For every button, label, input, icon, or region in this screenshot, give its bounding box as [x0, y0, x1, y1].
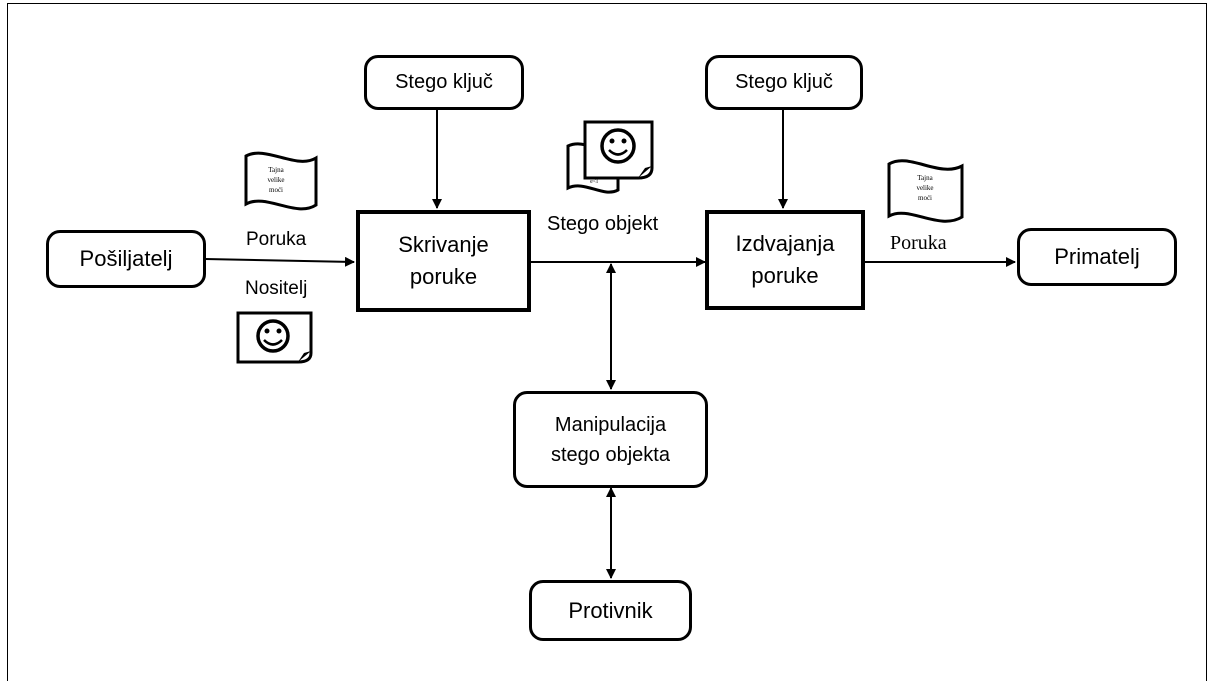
sender-node: Pošiljatelj [46, 230, 206, 288]
note-left-line-3: moći [269, 186, 283, 194]
stego-object-label: Stego objekt [547, 213, 659, 235]
receiver-label: Primatelj [1054, 244, 1140, 269]
extraction-node: Izdvajanja poruke [705, 210, 865, 310]
hiding-node: Skrivanje poruke [356, 210, 531, 312]
adversary-label: Protivnik [568, 597, 653, 623]
message-in-label: Poruka [246, 229, 307, 250]
sender-label: Pošiljatelj [79, 246, 173, 271]
message-out-label: Poruka [890, 232, 947, 254]
diagram-frame [7, 3, 1207, 681]
extraction-label-line1: Izdvajanja [735, 231, 835, 256]
stego-key-right-label: Stego ključ [735, 71, 833, 93]
note-left-line-1: Tajna [268, 166, 284, 174]
secret-note-icon-left: Tajna velike moći [244, 151, 318, 211]
hiding-label-line2: poruke [409, 264, 478, 289]
manipulation-label-line2: stego objekta [551, 443, 670, 466]
extraction-label-line2: poruke [751, 263, 819, 288]
note-right-line-1: Tajna [917, 174, 933, 182]
stego-fragment-2: e<l [590, 179, 598, 185]
smiley-document-icon [236, 311, 313, 364]
hiding-label-line1: Skrivanje [398, 232, 489, 257]
adversary-node: Protivnik [529, 580, 692, 641]
manipulation-label-line1: Manipulacija [554, 413, 667, 436]
receiver-node: Primatelj [1017, 228, 1177, 286]
note-right-line-3: moći [918, 194, 932, 202]
secret-note-icon-right: Tajna velike moći [887, 159, 964, 223]
stego-key-left-label: Stego ključ [395, 71, 493, 93]
note-right-line-2: velike [916, 184, 933, 192]
stacked-smiley-document-icon: na e<l [566, 120, 654, 194]
carrier-label: Nositelj [245, 278, 308, 299]
manipulation-node: Manipulacija stego objekta [513, 391, 708, 488]
stego-key-right-node: Stego ključ [705, 55, 863, 110]
arrow-sender-to-hiding [204, 256, 355, 267]
stego-key-left-node: Stego ključ [364, 55, 524, 110]
note-left-line-2: velike [267, 176, 284, 184]
